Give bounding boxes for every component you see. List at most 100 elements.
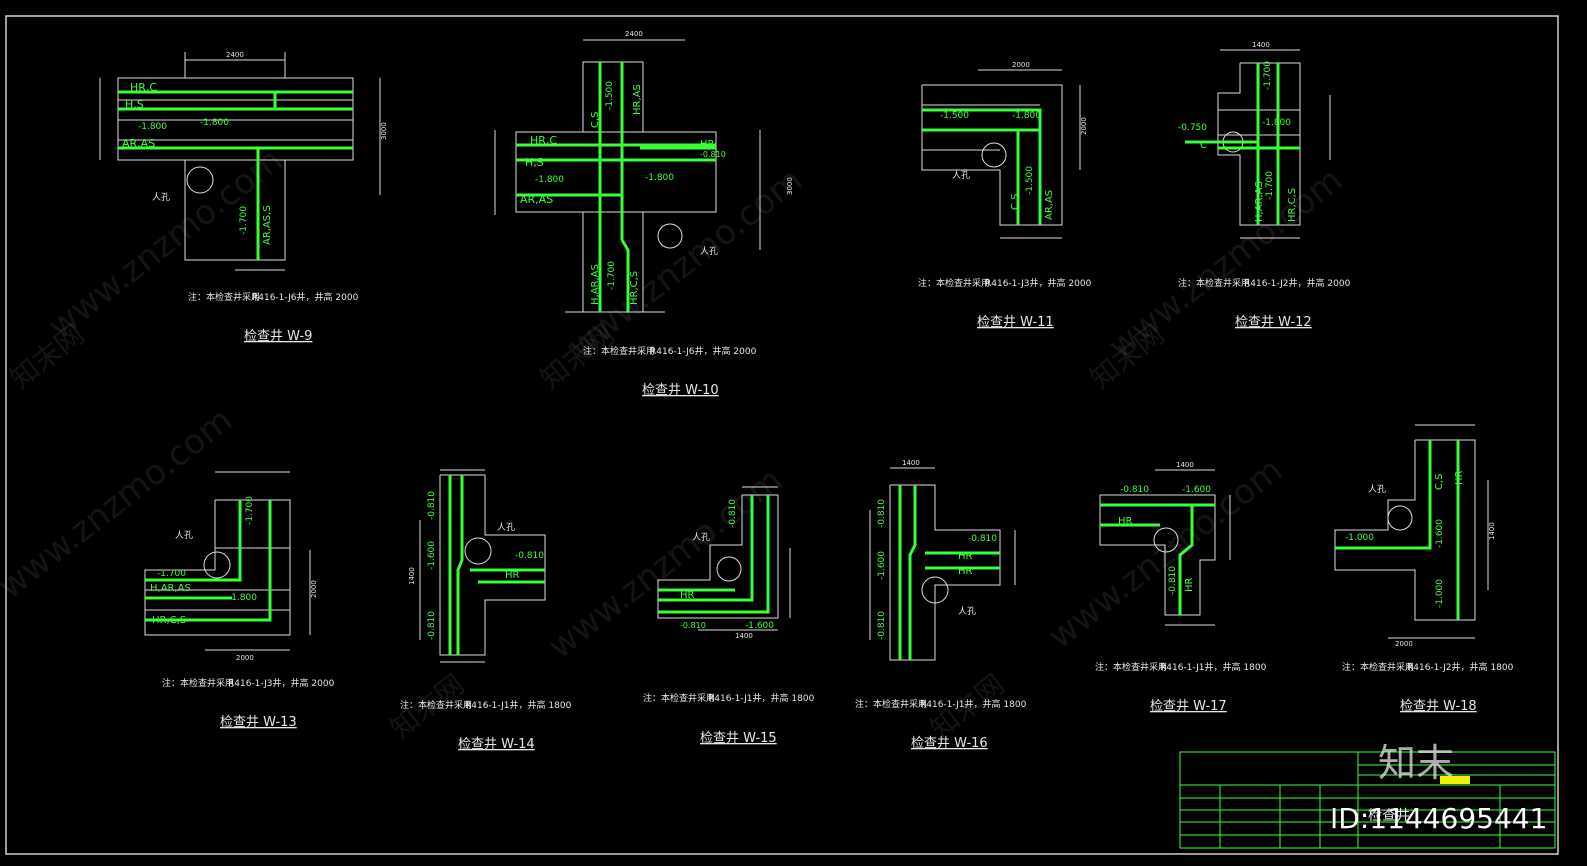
well-title: 检查井 W-13 <box>220 715 297 730</box>
label: -1.800 <box>1012 111 1041 121</box>
label: HR,C <box>530 134 557 147</box>
well-w12: -1.700 -0.750 C -1.800 -1.700 H,AR,AS HR… <box>1178 41 1351 330</box>
well-w18: C,S HR -1.000 -1.600 -1.000 1400 2000 人孔… <box>1334 424 1514 714</box>
label: HR <box>1184 577 1195 592</box>
manhole-icon <box>657 223 683 249</box>
note-model: R416-1-J3井，井高 2000 <box>228 677 335 689</box>
dim: 2000 <box>1012 61 1030 69</box>
label: -1.800 <box>200 118 229 128</box>
well-w13: -1.700 -1.700 H,AR,AS -1.800 HR,C,S 2000… <box>144 471 335 730</box>
dim: 2000 <box>1395 640 1413 648</box>
label: -1.600 <box>745 621 774 631</box>
label: -1.700 <box>1263 61 1273 90</box>
manhole-label: 人孔 <box>692 532 710 543</box>
note-model: R416-1-J1井，井高 1800 <box>708 692 815 704</box>
well-w9: HR,C H,S AR,AS -1.800 -1.800 -1.700 AR,A… <box>99 51 388 344</box>
label: HR,AS <box>632 84 643 115</box>
well-title: 检查井 W-10 <box>642 383 719 398</box>
well-w10: HR,C H,S AR,AS -1.800 -1.800 C,S -1.500 … <box>494 30 794 398</box>
label: -1.700 <box>1265 171 1275 200</box>
label: HR <box>680 590 695 601</box>
dim: 1400 <box>408 567 416 585</box>
well-title: 检查井 W-12 <box>1235 315 1312 330</box>
note-prefix: 注：本检查井采用 <box>1178 277 1250 289</box>
note-model: R416-1-J2井，井高 2000 <box>1244 277 1351 289</box>
label: -0.810 <box>680 621 706 630</box>
label: HR <box>1454 470 1465 485</box>
well-title: 检查井 W-17 <box>1150 699 1227 714</box>
label: -0.810 <box>728 499 738 528</box>
manhole-label: 人孔 <box>175 530 193 541</box>
note-model: R416-1-J1井，井高 1800 <box>465 699 572 711</box>
dim: 3000 <box>380 122 388 140</box>
label: AR,AS <box>520 193 553 206</box>
label: -0.750 <box>1178 123 1207 133</box>
label: -1.600 <box>1435 519 1445 548</box>
manhole-icon <box>981 142 1007 168</box>
well-w14: -0.810 -1.600 -0.810 -0.810 HR 1400 人孔 注… <box>400 469 572 752</box>
manhole-label: 人孔 <box>952 170 970 181</box>
label: -1.600 <box>427 541 437 570</box>
note-prefix: 注：本检查井采用 <box>643 692 715 704</box>
note-model: R416-1-J3井，井高 2000 <box>985 277 1092 289</box>
label: -1.500 <box>605 81 615 110</box>
label: C,S <box>590 111 601 128</box>
label: -1.000 <box>1435 579 1445 608</box>
manhole-icon <box>203 551 231 579</box>
manhole-icon <box>1387 505 1413 531</box>
label: -0.810 <box>1168 566 1178 595</box>
dim: 2400 <box>226 51 244 59</box>
note-prefix: 注：本检查井采用 <box>1095 661 1167 673</box>
dim: 1400 <box>1176 461 1194 469</box>
label: -1.800 <box>535 175 564 185</box>
brand-watermark: 知末 <box>1378 741 1454 785</box>
well-title: 检查井 W-9 <box>244 329 312 344</box>
label: -1.700 <box>239 206 249 235</box>
yellow-mark <box>1440 776 1470 784</box>
title-block: 检查井 知末 ID:1144695441 <box>1179 741 1556 849</box>
label: -1.800 <box>1262 118 1291 128</box>
note-prefix: 注：本检查井采用 <box>188 291 260 303</box>
well-title: 检查井 W-16 <box>911 736 988 751</box>
manhole-icon <box>464 537 492 565</box>
label: -0.810 <box>427 491 437 520</box>
note-model: R416-1-J2井，井高 1800 <box>1407 661 1514 673</box>
label: C,S <box>1434 473 1445 490</box>
label: -1.700 <box>157 569 186 579</box>
well-title: 检查井 W-11 <box>977 315 1054 330</box>
drawing-border <box>5 15 1559 855</box>
manhole-icon <box>921 576 949 604</box>
label: -1.500 <box>940 111 969 121</box>
well-title: 检查井 W-18 <box>1400 699 1477 714</box>
note-prefix: 注：本检查井采用 <box>918 277 990 289</box>
dim: 1400 <box>1252 41 1270 49</box>
label: -1.700 <box>607 261 617 290</box>
dim: 2000 <box>1080 117 1088 135</box>
manhole-label: 人孔 <box>700 246 718 257</box>
label: -1.000 <box>1345 533 1374 543</box>
label: AR,AS <box>122 137 155 150</box>
label: HR <box>958 566 973 577</box>
label: HR,C,S <box>152 615 186 626</box>
dim: 1400 <box>735 632 753 640</box>
manhole-label: 人孔 <box>152 192 170 203</box>
well-title: 检查井 W-15 <box>700 731 777 746</box>
well-w17: -0.810 -1.600 HR -0.810 HR 1400 注：本检查井采用… <box>1095 461 1267 714</box>
label: HR,C,S <box>1287 188 1298 222</box>
label: -1.600 <box>877 551 887 580</box>
label: HR,C <box>130 81 157 94</box>
dim: 1400 <box>902 459 920 467</box>
drawing-title: 检查井 <box>1368 808 1410 824</box>
label: H,AR,AS <box>590 264 601 305</box>
label: H,AR,AS <box>150 583 191 594</box>
dim: 3000 <box>786 177 794 195</box>
note-prefix: 注：本检查井采用 <box>855 698 927 710</box>
label: -1.700 <box>245 496 255 525</box>
dim: 2000 <box>236 654 254 662</box>
dim: 2400 <box>625 30 643 38</box>
label: C <box>1200 140 1207 151</box>
label: -0.810 <box>877 499 887 528</box>
label: -1.600 <box>1182 485 1211 495</box>
note-prefix: 注：本检查井采用 <box>400 699 472 711</box>
label: -0.810 <box>877 611 887 640</box>
